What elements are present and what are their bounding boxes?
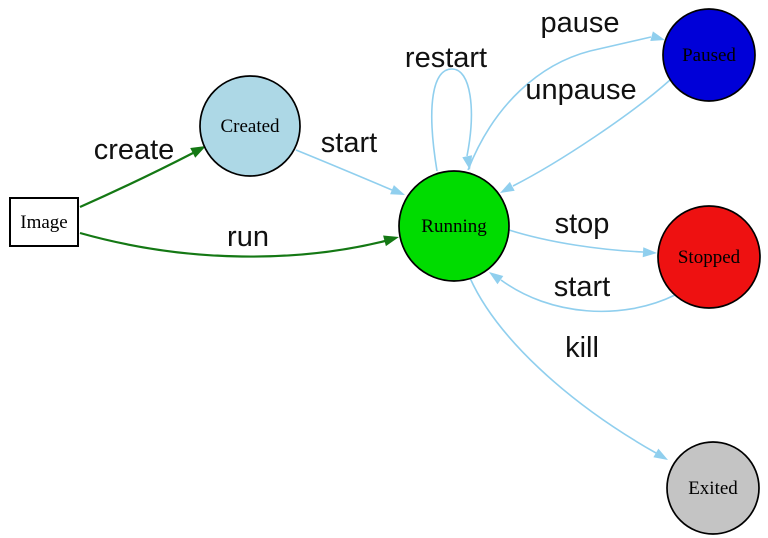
edge-unpause-arrowhead: [500, 181, 515, 193]
edge-restart-label: restart: [405, 42, 487, 74]
edge-pause-line: [467, 36, 652, 171]
edge-unpause-line: [512, 79, 671, 187]
node-created-label: Created: [220, 116, 280, 137]
edge-kill-label: kill: [565, 332, 599, 364]
edge-stop-line: [508, 229, 644, 253]
edge-stop-label: stop: [555, 208, 610, 240]
edge-start-created-running-label: start: [321, 127, 377, 159]
node-paused-shape: [662, 8, 756, 102]
edge-run-label: run: [227, 221, 269, 253]
edge-pause: pause: [467, 7, 665, 171]
edge-start-created-running-arrowhead: [390, 185, 405, 195]
node-image-label: Image: [20, 212, 67, 233]
edge-run-arrowhead: [383, 235, 399, 247]
edge-start-stopped-running-arrowhead: [489, 272, 504, 285]
edge-unpause: unpause: [500, 74, 671, 193]
edge-kill-arrowhead: [653, 448, 668, 460]
node-exited-shape: [666, 441, 760, 535]
node-paused: Paused: [662, 8, 756, 102]
edge-restart-line: [430, 68, 473, 172]
edge-start-stopped-running: start: [489, 271, 676, 313]
node-paused-label: Paused: [682, 45, 736, 66]
edge-run-line: [79, 231, 386, 258]
edge-kill-line: [469, 277, 657, 454]
node-stopped: Stopped: [657, 205, 761, 309]
edge-start-stopped-running-label: start: [554, 271, 610, 303]
edge-unpause-label: unpause: [525, 74, 636, 106]
edge-pause-label: pause: [540, 7, 619, 39]
node-stopped-label: Stopped: [678, 247, 741, 268]
edge-start-created-running-line: [295, 149, 393, 191]
edge-stop: stop: [508, 208, 657, 258]
edge-kill: kill: [469, 277, 668, 460]
node-created: Created: [199, 75, 301, 177]
node-created-shape: [199, 75, 301, 177]
node-stopped-shape: [657, 205, 761, 309]
edge-pause-arrowhead: [650, 31, 665, 41]
edge-create-label: create: [94, 134, 175, 166]
edge-create-arrowhead: [190, 146, 206, 158]
edge-stop-arrowhead: [642, 247, 657, 258]
edge-restart: restart: [405, 42, 487, 172]
edge-start-created-running: start: [295, 127, 405, 195]
edge-run: run: [79, 221, 399, 258]
edge-create: create: [79, 134, 206, 209]
node-exited-label: Exited: [688, 478, 738, 499]
node-image: Image: [9, 197, 79, 247]
node-running-label: Running: [421, 216, 487, 237]
node-image-shape: [9, 197, 79, 247]
edge-start-stopped-running-line: [500, 279, 676, 313]
node-running: Running: [398, 170, 510, 282]
edge-create-line: [79, 152, 194, 209]
node-exited: Exited: [666, 441, 760, 535]
node-running-shape: [398, 170, 510, 282]
